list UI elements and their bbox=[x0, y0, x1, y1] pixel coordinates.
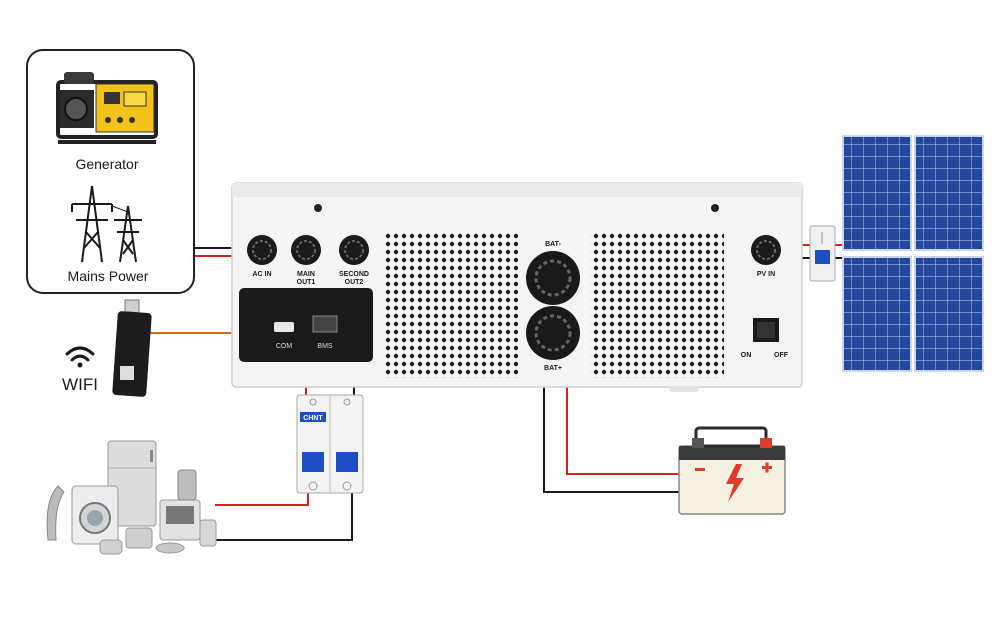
communication-panel bbox=[239, 288, 373, 362]
appliance-red-wire bbox=[215, 492, 309, 506]
wifi-icon bbox=[65, 346, 95, 368]
ac-in-label: AC IN bbox=[252, 271, 271, 278]
second-out-port bbox=[339, 235, 369, 265]
left-vent-grille bbox=[384, 232, 518, 378]
second-out-label-1: SECOND bbox=[339, 271, 369, 278]
pv-in-port bbox=[751, 235, 781, 265]
power-sources-box: Generator Mains Power bbox=[26, 49, 195, 294]
main-out-port bbox=[291, 235, 321, 265]
battery-icon bbox=[678, 426, 786, 515]
wifi-label: WIFI bbox=[62, 375, 98, 394]
appliance-black-wire bbox=[215, 492, 353, 541]
solar-panel-icon bbox=[842, 135, 984, 372]
appliances-icon bbox=[46, 440, 217, 555]
switch-on-label: ON bbox=[741, 352, 752, 359]
right-vent-grille bbox=[590, 232, 724, 378]
circuit-breaker-icon: CHNT bbox=[296, 394, 364, 494]
main-out-label-1: MAIN bbox=[297, 271, 315, 278]
com-label: COM bbox=[276, 343, 293, 350]
pv-in-label: PV IN bbox=[757, 271, 775, 278]
bat-minus-label: BAT- bbox=[545, 241, 561, 248]
second-out-label-2: OUT2 bbox=[345, 279, 364, 286]
main-out-label-2: OUT1 bbox=[297, 279, 316, 286]
breaker-brand-label: CHNT bbox=[303, 415, 323, 422]
bat-plus-label: BAT+ bbox=[544, 365, 562, 372]
ac-in-port bbox=[247, 235, 277, 265]
pv-breaker-icon bbox=[809, 225, 836, 282]
bms-label: BMS bbox=[317, 343, 333, 350]
mains-power-label: Mains Power bbox=[68, 268, 149, 284]
generator-icon bbox=[56, 72, 158, 144]
bms-port bbox=[312, 315, 338, 333]
usb-dongle-icon bbox=[112, 299, 152, 397]
inverter-unit: AC IN MAIN OUT1 SECOND OUT2 PV IN BAT- B… bbox=[231, 182, 803, 392]
switch-off-label: OFF bbox=[774, 352, 789, 359]
bat-minus-port bbox=[526, 251, 580, 305]
com-port bbox=[274, 322, 294, 332]
bat-plus-port bbox=[526, 306, 580, 360]
transmission-tower-icon bbox=[71, 185, 142, 263]
generator-label: Generator bbox=[75, 156, 138, 172]
